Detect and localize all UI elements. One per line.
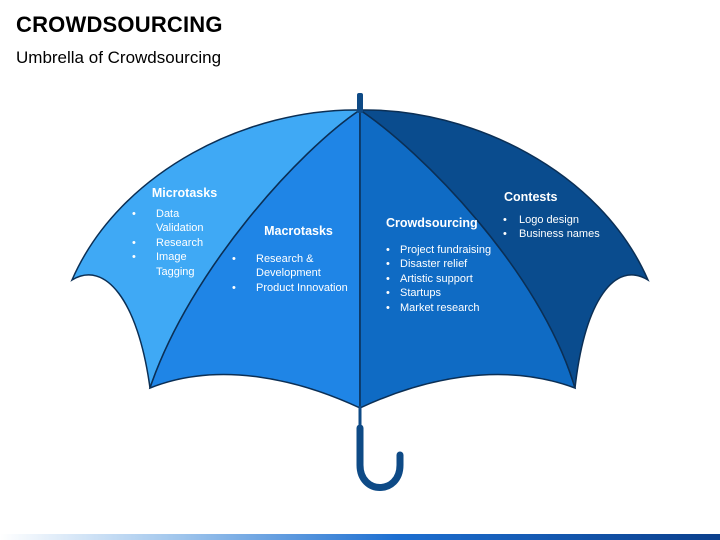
macrotasks-heading: Macrotasks [264, 224, 333, 238]
list-item: Startups [386, 286, 516, 301]
footer-band [0, 534, 720, 540]
list-item: Disaster relief [386, 257, 516, 272]
microtasks-panel: Microtasks Data Validation Research Imag… [132, 186, 227, 279]
contests-heading: Contests [504, 190, 558, 204]
contests-list: Logo design Business names [503, 213, 613, 242]
page-subtitle: Umbrella of Crowdsourcing [16, 48, 222, 67]
microtasks-list: Data Validation Research Image Tagging [132, 207, 227, 280]
list-item: Project fundraising [386, 243, 516, 258]
umbrella-handle [356, 424, 404, 491]
macrotasks-list: Research & Development Product Innovatio… [232, 252, 357, 296]
crowdsourcing-list: Project fundraising Disaster relief Arti… [386, 243, 516, 316]
umbrella-tip [357, 93, 363, 113]
list-item: Market research [386, 301, 516, 316]
crowdsourcing-heading: Crowdsourcing [386, 216, 478, 230]
page-title: CROWDSOURCING [16, 12, 223, 37]
list-item: Image Tagging [132, 250, 227, 279]
list-item: Logo design [503, 213, 613, 228]
list-item: Artistic support [386, 272, 516, 287]
contests-panel: Contests Logo design Business names [503, 190, 613, 242]
macrotasks-panel: Macrotasks Research & Development Produc… [232, 224, 357, 295]
list-item: Research [132, 236, 227, 251]
list-item: Product Innovation [232, 281, 357, 296]
list-item: Research & Development [232, 252, 357, 281]
list-item: Business names [503, 227, 613, 242]
crowdsourcing-panel: Crowdsourcing Project fundraising Disast… [386, 216, 516, 315]
list-item: Data Validation [132, 207, 227, 236]
microtasks-heading: Microtasks [151, 186, 218, 200]
